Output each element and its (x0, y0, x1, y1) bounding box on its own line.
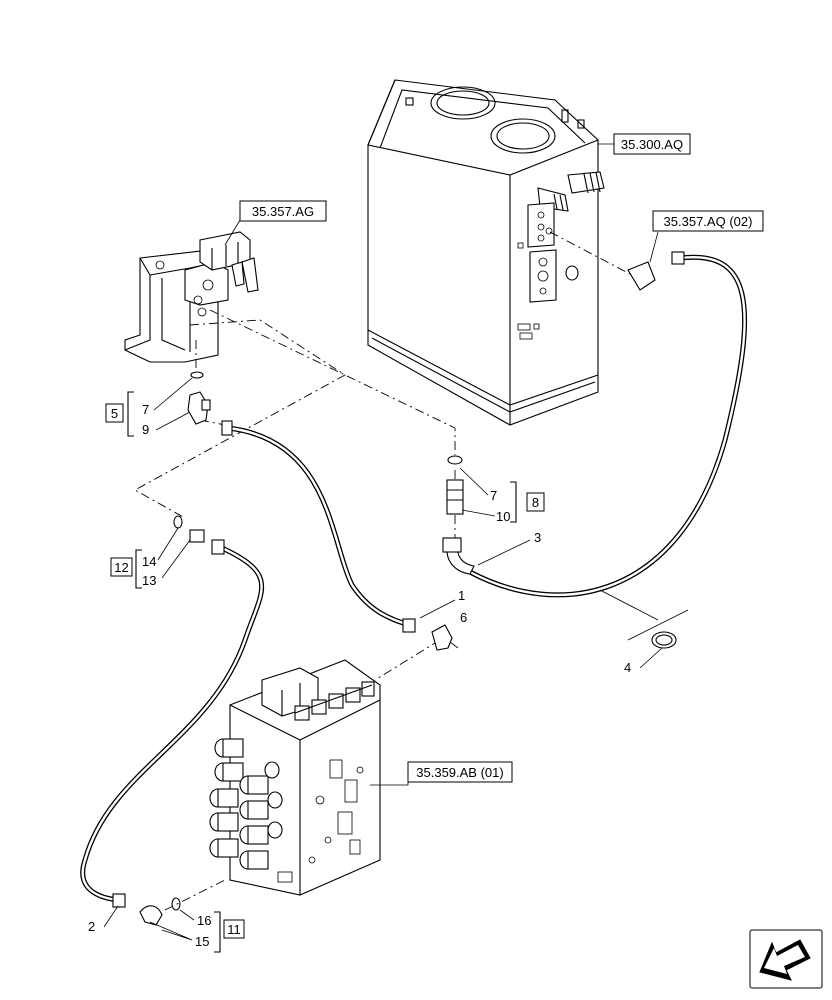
callout-4: 4 (624, 660, 631, 675)
callout-6: 6 (460, 610, 467, 625)
kit-box-12: 12 (110, 557, 133, 577)
ref-label-hose-right: 35.357.AQ (02) (652, 210, 764, 232)
leader-lines (103, 143, 689, 941)
back-arrow-icon[interactable] (749, 929, 823, 989)
callout-2: 2 (88, 919, 95, 934)
svg-text:8: 8 (532, 495, 539, 510)
fitting-15 (139, 905, 163, 926)
svg-text:35.357.AG: 35.357.AG (252, 204, 314, 219)
o-ring-7-left (190, 371, 204, 379)
svg-text:35.357.AQ (02): 35.357.AQ (02) (664, 214, 753, 229)
kit-box-11: 11 (223, 919, 245, 939)
fitting-6 (431, 624, 453, 651)
svg-text:35.359.AB (01): 35.359.AB (01) (416, 765, 503, 780)
o-ring-16 (171, 897, 181, 911)
ref-label-bracket: 35.357.AG (239, 200, 327, 222)
o-ring-14 (173, 515, 183, 529)
svg-text:5: 5 (111, 406, 118, 421)
valve-spool-caps (209, 738, 283, 870)
svg-text:11: 11 (227, 922, 241, 937)
hydraulic-tank (367, 79, 605, 426)
callout-15: 15 (195, 934, 209, 949)
o-ring-7-right (447, 455, 463, 465)
fitting-13 (189, 529, 205, 543)
callout-9: 9 (142, 422, 149, 437)
kit-box-5: 5 (105, 403, 124, 423)
bracket-assembly (124, 231, 259, 363)
kit-brackets (127, 391, 517, 953)
callout-7-left: 7 (142, 402, 149, 417)
fitting-right (627, 261, 656, 291)
callout-14: 14 (142, 554, 156, 569)
valve-spools-top (294, 681, 375, 721)
hose-3 (442, 251, 748, 598)
ref-label-tank: 35.300.AQ (613, 133, 691, 155)
assembly-center-lines (134, 231, 633, 911)
callout-3: 3 (534, 530, 541, 545)
clamp-4 (651, 631, 677, 649)
callout-numbers: 7 9 7 10 14 13 1 6 3 4 2 16 15 (88, 402, 631, 949)
valve-side-details (277, 759, 364, 883)
callout-7-right: 7 (490, 488, 497, 503)
callout-16: 16 (197, 913, 211, 928)
hose-2 (80, 539, 265, 908)
callout-10: 10 (496, 509, 510, 524)
fitting-10 (446, 479, 464, 515)
kit-box-8: 8 (526, 492, 545, 512)
svg-text:35.300.AQ: 35.300.AQ (621, 137, 683, 152)
callout-1: 1 (458, 588, 465, 603)
ref-label-valve: 35.359.AB (01) (407, 761, 513, 783)
fittings (139, 261, 677, 926)
hose-1 (221, 420, 416, 633)
svg-text:12: 12 (114, 560, 128, 575)
callout-13: 13 (142, 573, 156, 588)
control-valve (209, 659, 381, 896)
